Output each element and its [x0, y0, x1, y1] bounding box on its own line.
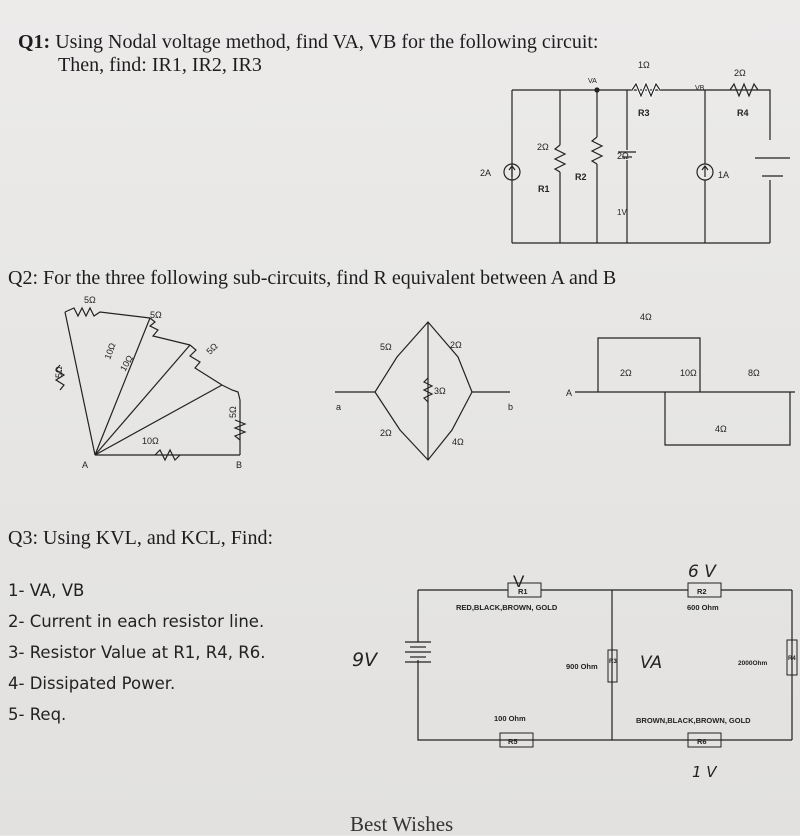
q3-task-5: 5- Req. — [8, 705, 67, 724]
c5-r6-box — [687, 732, 722, 748]
c5-r3-label: R3 — [609, 659, 617, 665]
q1-line2: Then, find: IR1, IR2, IR3 — [58, 54, 262, 76]
resistor-r1 — [553, 144, 567, 173]
current-source-2a — [503, 163, 521, 181]
c2-r9-value: 5Ω — [228, 406, 238, 418]
c5-r6-colorcode: BROWN,BLACK,BROWN, GOLD — [636, 716, 751, 725]
c2-node-a: A — [82, 460, 88, 470]
c5-r1-label: R1 — [518, 587, 528, 596]
resistor-r4 — [729, 82, 759, 98]
c1-r4-value: 2Ω — [734, 68, 746, 78]
c3-r-br: 4Ω — [452, 437, 464, 447]
c4-r-d: 4Ω — [715, 424, 727, 434]
c5-r4-value: 2000Ohm — [738, 660, 767, 667]
q3-heading: Q3: Using KVL, and KCL, Find: — [8, 526, 273, 550]
c5-r3-value: 900 Ohm — [566, 662, 598, 671]
c2-r5-value: 10Ω — [118, 353, 135, 373]
c3-r-mid: 3Ω — [434, 386, 446, 396]
c2-r6-value: 5Ω — [54, 366, 64, 378]
q1-line1: Q1: Using Nodal voltage method, find VA,… — [18, 30, 599, 54]
node-va-dot — [594, 87, 600, 93]
c1-vsrc-label: 1V — [617, 208, 627, 217]
c5-r4-label: R4 — [788, 656, 796, 662]
c2-r8-value: 10Ω — [142, 436, 159, 446]
q3-text: Using KVL, and KCL, Find: — [43, 527, 273, 549]
c1-r2-value: 2Ω — [617, 151, 629, 161]
c3-node-a: a — [336, 402, 341, 412]
q3-task-list: 1- VA, VB 2- Current in each resistor li… — [8, 575, 265, 730]
c5-r6-label: R6 — [697, 737, 707, 746]
q3-task-4: 4- Dissipated Power. — [8, 674, 176, 693]
c3-r-tl: 5Ω — [380, 342, 392, 352]
c4-node-a: A — [566, 388, 572, 398]
c5-r1-colorcode: RED,BLACK,BROWN, GOLD — [456, 603, 558, 612]
q2-heading: Q2: For the three following sub-circuits… — [8, 266, 616, 290]
c5-r5-label: R5 — [508, 737, 518, 746]
c4-r-c: 8Ω — [748, 368, 760, 378]
c1-src1a-label: 1A — [718, 170, 729, 180]
c5-r2-value: 600 Ohm — [687, 603, 719, 612]
c5-r3-box — [607, 649, 618, 683]
c1-va-label: VA — [588, 78, 597, 85]
c3-node-b: b — [508, 402, 513, 412]
q3-label: Q3: — [8, 527, 38, 549]
c2-r3-value: 10Ω — [102, 341, 117, 360]
c5-source-label: 9V — [352, 649, 379, 671]
c5-v-r6: 1 V — [692, 763, 718, 781]
circuit-4 — [575, 337, 795, 446]
q3-task-1: 1- VA, VB — [8, 581, 85, 600]
c1-r1-value: 2Ω — [537, 142, 549, 152]
c5-r4-box — [786, 639, 798, 676]
c2-top-value: 5Ω — [84, 295, 96, 305]
c1-src2a-label: 2A — [480, 168, 491, 178]
c2-node-b: B — [236, 460, 242, 470]
c4-r-b: 10Ω — [680, 368, 697, 378]
c5-va-label: VA — [640, 653, 662, 673]
c1-vb-label: VB — [695, 85, 705, 92]
resistor-r3 — [631, 82, 661, 98]
q1-label: Q1: — [18, 31, 51, 53]
c5-r5-box — [499, 732, 534, 748]
circuit-3 — [335, 321, 510, 461]
c1-r4-label: R4 — [737, 108, 749, 118]
c4-r-a: 2Ω — [620, 368, 632, 378]
c5-r2-label: R2 — [697, 587, 707, 596]
c1-r3-value: 1Ω — [638, 60, 650, 70]
circuit-1 — [503, 80, 790, 244]
q3-task-2: 2- Current in each resistor line. — [8, 612, 265, 631]
c1-r3-label: R3 — [638, 108, 650, 118]
q2-label: Q2: — [8, 267, 38, 289]
c2-resistor-top — [64, 306, 151, 319]
footer-best-wishes: Best Wishes — [350, 812, 454, 836]
c5-v-r2: 6 V — [688, 562, 717, 582]
c3-r-bl: 2Ω — [380, 428, 392, 438]
c3-r-tr: 2Ω — [450, 340, 462, 350]
q1-text: Using Nodal voltage method, find VA, VB … — [55, 31, 599, 53]
c2-r4-value: 5Ω — [204, 341, 220, 357]
resistor-r2 — [590, 136, 604, 165]
c1-r1-label: R1 — [538, 184, 550, 194]
circuit-2 — [54, 306, 247, 462]
c2-r2-value: 5Ω — [150, 310, 162, 320]
c4-r-top: 4Ω — [640, 312, 652, 322]
q3-task-3: 3- Resistor Value at R1, R4, R6. — [8, 643, 266, 662]
c3-resistor-mid — [422, 377, 434, 403]
c5-r5-value: 100 Ohm — [494, 714, 526, 723]
q2-text: For the three following sub-circuits, fi… — [43, 267, 617, 289]
circuit-5 — [405, 582, 798, 748]
c5-v-r1: V — [513, 572, 525, 591]
c1-r2-label: R2 — [575, 172, 587, 182]
